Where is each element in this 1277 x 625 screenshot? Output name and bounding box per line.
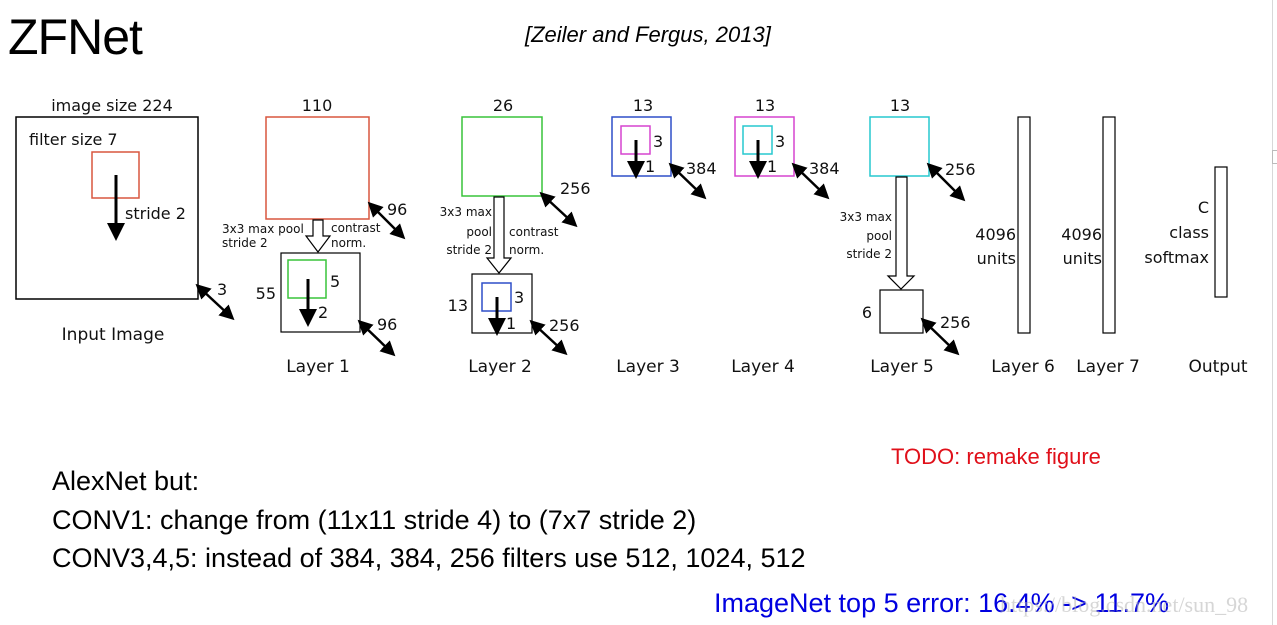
output-block: C class softmax Output <box>1144 166 1248 377</box>
depth-arrow-icon <box>791 162 830 200</box>
imagenet-error-result: ImageNet top 5 error: 16.4% -> 11.7% <box>714 588 1169 618</box>
bullet-conv1-change: CONV1: change from (11x11 stride 4) to (… <box>52 505 697 535</box>
depth-arrow-icon <box>195 283 235 321</box>
layer2-feature-map <box>461 116 543 197</box>
layer6-units-count: 4096 <box>975 225 1016 244</box>
layer1-stride: 2 <box>318 303 328 322</box>
layer3-map-size: 13 <box>633 96 653 115</box>
layer2-map-depth: 256 <box>560 179 591 198</box>
layer1-pooled-size: 55 <box>256 284 276 303</box>
input-image-label: Input Image <box>62 325 165 345</box>
layer5-block: 13 256 3x3 max pool stride 2 6 256 Layer… <box>840 96 976 377</box>
layer2-pooled-depth: 256 <box>549 316 580 335</box>
todo-note: TODO: remake figure <box>891 444 1101 469</box>
layer6-block: 4096 units Layer 6 <box>975 116 1055 377</box>
input-filter-label: filter size 7 <box>29 130 118 149</box>
layer2-norm-label-1: contrast <box>509 225 559 239</box>
output-label: Output <box>1188 357 1247 377</box>
zfnet-architecture-diagram: image size 224 filter size 7 stride 2 3 … <box>15 96 1248 377</box>
layer4-block: 13 3 1 384 Layer 4 <box>731 96 839 377</box>
layer7-units-label: units <box>1063 249 1102 268</box>
layer2-pool-label-2: pool <box>466 225 492 239</box>
layer7-block: 4096 units Layer 7 <box>1061 116 1140 377</box>
layer4-filter-size: 3 <box>775 132 785 151</box>
pool-arrow-icon <box>304 219 332 253</box>
layer1-pooled-map <box>280 252 361 333</box>
layer5-pool-label-3: stride 2 <box>846 247 892 261</box>
layer7-label: Layer 7 <box>1076 357 1140 377</box>
citation: [Zeiler and Fergus, 2013] <box>525 22 771 47</box>
input-image-block: image size 224 filter size 7 stride 2 3 … <box>15 96 235 345</box>
depth-arrow-icon <box>539 191 578 228</box>
slide-edge-handle <box>1272 150 1277 164</box>
layer5-pooled-map <box>879 289 924 334</box>
layer1-pooled-depth: 96 <box>377 315 397 334</box>
layer5-pool-label-1: 3x3 max <box>840 210 892 224</box>
layer2-label: Layer 2 <box>468 357 532 377</box>
layer2-block: 26 256 3x3 max pool stride 2 contrast no… <box>440 96 591 377</box>
depth-arrow-icon <box>920 317 960 356</box>
layer7-units-count: 4096 <box>1061 225 1102 244</box>
layer7-fc-bar <box>1102 116 1116 334</box>
layer6-label: Layer 6 <box>991 357 1055 377</box>
layer4-map-size: 13 <box>755 96 775 115</box>
pool-arrow-icon <box>886 176 916 290</box>
layer2-pool-label-1: 3x3 max <box>440 205 492 219</box>
layer1-block: 110 96 3x3 max pool stride 2 contrast no… <box>222 96 407 377</box>
layer5-feature-map <box>869 116 930 177</box>
layer5-label: Layer 5 <box>870 357 934 377</box>
layer1-norm-label-2: norm. <box>331 236 366 250</box>
layer1-label: Layer 1 <box>286 357 350 377</box>
layer2-filter-size: 3 <box>514 288 524 307</box>
layer3-map-depth: 384 <box>686 159 717 178</box>
input-image-box <box>15 116 199 300</box>
layer3-block: 13 3 1 384 Layer 3 <box>611 96 717 377</box>
slide-edge <box>1272 0 1273 625</box>
output-softmax-bar <box>1214 166 1228 298</box>
layer5-map-size: 13 <box>890 96 910 115</box>
input-stride-label: stride 2 <box>125 204 186 223</box>
layer1-map-depth: 96 <box>387 200 407 219</box>
bullet-alexnet: AlexNet but: <box>52 466 200 496</box>
output-softmax-label: softmax <box>1144 248 1209 267</box>
layer6-fc-bar <box>1017 116 1031 334</box>
layer1-map-size: 110 <box>302 96 333 115</box>
pool-arrow-icon <box>485 196 513 274</box>
layer2-pool-label-3: stride 2 <box>446 243 492 257</box>
layer5-pooled-size: 6 <box>862 303 872 322</box>
layer5-pool-label-2: pool <box>866 229 892 243</box>
depth-arrow-icon <box>367 201 406 240</box>
layer2-norm-label-2: norm. <box>509 243 544 257</box>
depth-arrow-icon <box>668 162 707 200</box>
slide-title: ZFNet <box>8 9 143 65</box>
depth-arrow-icon <box>926 162 966 202</box>
output-class-count: C <box>1198 198 1209 217</box>
layer3-stride: 1 <box>645 157 655 176</box>
layer2-map-size: 26 <box>493 96 513 115</box>
layer1-norm-label-1: contrast <box>331 221 381 235</box>
layer1-pool-label-2: stride 2 <box>222 236 268 250</box>
layer2-stride: 1 <box>506 314 516 333</box>
layer2-pooled-size: 13 <box>448 296 468 315</box>
output-class-label: class <box>1169 223 1209 242</box>
watermark: https://blog.csdn.net/sun_98 <box>1000 592 1249 617</box>
input-depth-label: 3 <box>217 280 227 299</box>
bullet-conv345-change: CONV3,4,5: instead of 384, 384, 256 filt… <box>52 543 806 573</box>
layer6-units-label: units <box>977 249 1016 268</box>
depth-arrow-icon <box>357 319 396 357</box>
layer3-label: Layer 3 <box>616 357 680 377</box>
layer5-pooled-depth: 256 <box>940 313 971 332</box>
layer3-filter-size: 3 <box>653 132 663 151</box>
layer4-label: Layer 4 <box>731 357 795 377</box>
input-size-label: image size 224 <box>51 96 173 115</box>
layer5-map-depth: 256 <box>945 160 976 179</box>
depth-arrow-icon <box>529 319 568 356</box>
layer4-stride: 1 <box>767 157 777 176</box>
layer1-filter-size: 5 <box>330 272 340 291</box>
layer1-feature-map <box>265 116 370 220</box>
layer1-pool-label-1: 3x3 max pool <box>222 222 304 236</box>
layer4-map-depth: 384 <box>809 159 840 178</box>
